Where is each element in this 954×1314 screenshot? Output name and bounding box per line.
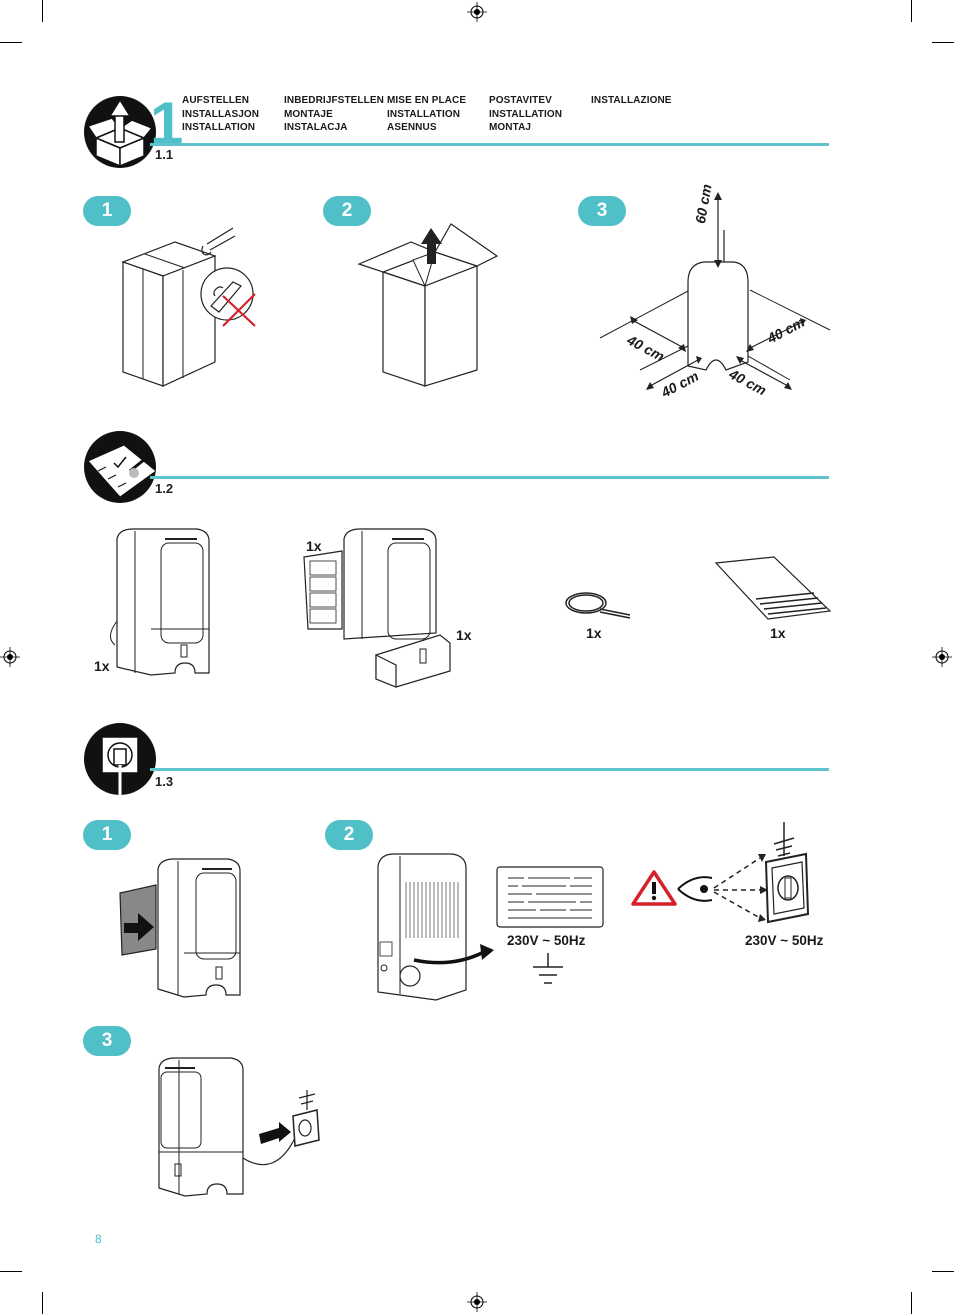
- step-badge-2: 2: [325, 820, 373, 850]
- quantity-label: 1x: [456, 627, 472, 643]
- crop-mark: [911, 1292, 912, 1314]
- crop-mark: [932, 42, 954, 43]
- heading-text: MONTAJ: [489, 122, 532, 133]
- filter-tank-illustration: [303, 528, 451, 688]
- step-badge-1: 1: [83, 196, 131, 226]
- heading-text: INSTALLATION: [182, 122, 256, 133]
- section-rule: [150, 476, 829, 479]
- rating-label-illustration: [377, 853, 494, 1001]
- step-badge-1: 1: [83, 820, 131, 850]
- crop-mark: [0, 1271, 22, 1272]
- heading-col-5: INSTALLAZIONE: [591, 94, 672, 108]
- step-badge-2: 2: [323, 196, 371, 226]
- warning-triangle-icon: [631, 870, 677, 906]
- insert-filter-illustration: [119, 858, 241, 998]
- socket-voltage: 230V ~ 50Hz: [745, 933, 824, 948]
- page-number: 8: [95, 1232, 102, 1246]
- heading-col-2: INBEDRIJFSTELLEN MONTAJE INSTALACJA: [284, 94, 384, 135]
- plug-in-illustration: [158, 1057, 320, 1197]
- quantity-label: 1x: [94, 658, 110, 674]
- heading-col-4: POSTAVITEV INSTALLATION MONTAJ: [489, 94, 562, 135]
- hose-illustration: [565, 592, 631, 619]
- heading-text: POSTAVITEV: [489, 95, 552, 106]
- ground-symbol-icon: [533, 953, 563, 984]
- crop-mark: [0, 42, 22, 43]
- heading-text: INSTALLASJON: [182, 108, 260, 120]
- quantity-label: 1x: [586, 625, 602, 641]
- socket-check-illustration: [713, 822, 810, 924]
- section-label: 1.1: [155, 147, 174, 162]
- registration-mark-icon: [932, 647, 952, 667]
- heading-text: MONTAJE: [284, 108, 333, 120]
- heading-text: INSTALLAZIONE: [591, 95, 672, 106]
- box-no-knife-illustration: [121, 227, 256, 387]
- heading-col-1: AUFSTELLEN INSTALLASJON INSTALLATION: [182, 94, 259, 135]
- power-socket-icon: [84, 723, 156, 795]
- quantity-label: 1x: [770, 625, 786, 641]
- registration-mark-icon: [467, 2, 487, 22]
- appliance-illustration: [110, 528, 210, 676]
- rating-plate-voltage: 230V ~ 50Hz: [507, 933, 586, 948]
- checklist-icon: [84, 431, 156, 503]
- crop-mark: [932, 1271, 954, 1272]
- section-rule: [150, 143, 829, 146]
- eye-icon: [677, 876, 713, 902]
- clearance-illustration: [599, 192, 831, 390]
- step-badge-3: 3: [83, 1026, 131, 1056]
- section-label: 1.2: [155, 481, 174, 496]
- open-box-illustration: [357, 223, 499, 387]
- heading-text: MISE EN PLACE: [387, 95, 467, 106]
- section-rule: [150, 768, 829, 771]
- manual-illustration: [714, 556, 832, 620]
- registration-mark-icon: [0, 647, 20, 667]
- section-label: 1.3: [155, 774, 174, 789]
- rating-plate-icon: [496, 866, 604, 928]
- unpack-box-icon: [84, 96, 156, 168]
- heading-text: INSTALLATION: [387, 108, 461, 120]
- crop-mark: [42, 1292, 43, 1314]
- heading-text: INSTALACJA: [284, 122, 348, 133]
- heading-text: INBEDRIJFSTELLEN: [284, 95, 384, 106]
- heading-col-3: MISE EN PLACE INSTALLATION ASENNUS: [387, 94, 466, 135]
- heading-text: INSTALLATION: [489, 108, 563, 120]
- heading-text: AUFSTELLEN: [182, 95, 250, 106]
- crop-mark: [911, 0, 912, 22]
- heading-text: ASENNUS: [387, 122, 437, 133]
- step-badge-3: 3: [578, 196, 626, 226]
- crop-mark: [42, 0, 43, 22]
- registration-mark-icon: [467, 1292, 487, 1312]
- quantity-label: 1x: [306, 538, 322, 554]
